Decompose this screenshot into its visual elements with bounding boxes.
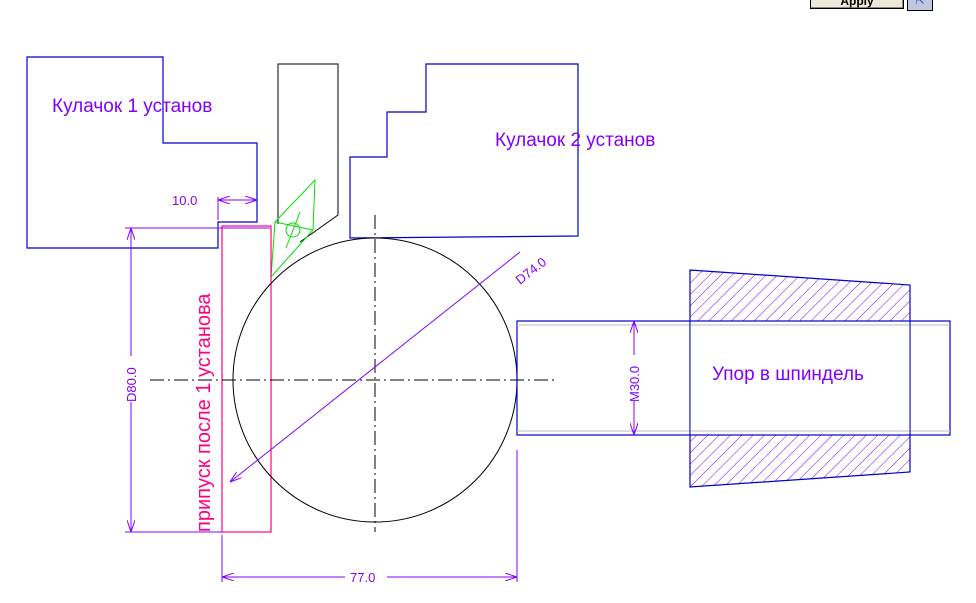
cam-1-label: Кулачок 1 установ [52,96,212,117]
dim-m30-text: M30.0 [627,366,642,402]
stop-label: Упор в шпиндель [712,364,864,385]
dim-d74-line [230,251,521,482]
dim-77 [221,450,518,582]
cam-2-label: Кулачок 2 установ [495,130,655,151]
tool-holder [277,63,339,243]
cam-2 [349,63,579,239]
dim-77-text: 77.0 [350,570,375,585]
dim-10 [217,197,257,220]
apply-button[interactable]: Apply [810,0,904,9]
dim-d80-text: D80.0 [124,367,139,402]
cam-1 [26,56,258,249]
dim-d74-text: D74.0 [513,254,550,287]
dim-10-text: 10.0 [172,193,197,208]
stock-allowance [221,225,272,533]
pick-arrow-icon[interactable]: ⇱ [907,0,933,11]
shaft [516,320,951,436]
stock-label: припуск после 1 установа [193,293,215,532]
